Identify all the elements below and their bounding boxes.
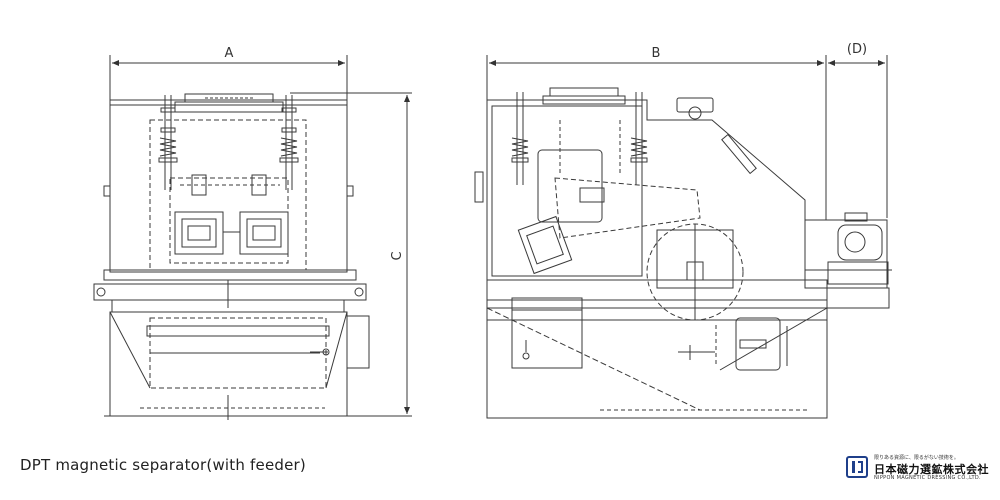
dimension-c [290,92,412,417]
front-view [93,55,412,420]
dimension-a-label: A [225,46,234,61]
dimension-d [828,55,888,218]
company-logo: 限りある資源に、限るがない技術を。 日本磁力選鉱株式会社 NIPPON MAGN… [846,452,989,486]
side-view [474,55,892,419]
dimension-b [486,55,827,220]
logo-company-name: 日本磁力選鉱株式会社 [874,463,989,476]
dimension-c-label: C [390,251,405,260]
figure-caption: DPT magnetic separator(with feeder) [20,456,306,474]
logo-english-name: NIPPON MAGNETIC DRESSING CO.,LTD. [874,475,981,481]
logo-tagline: 限りある資源に、限るがない技術を。 [874,455,959,461]
dimension-b-label: B [652,46,661,61]
logo-mark-icon [846,456,868,478]
technical-drawing: A B (D) C [93,42,892,420]
dimension-d-label: (D) [847,42,867,57]
